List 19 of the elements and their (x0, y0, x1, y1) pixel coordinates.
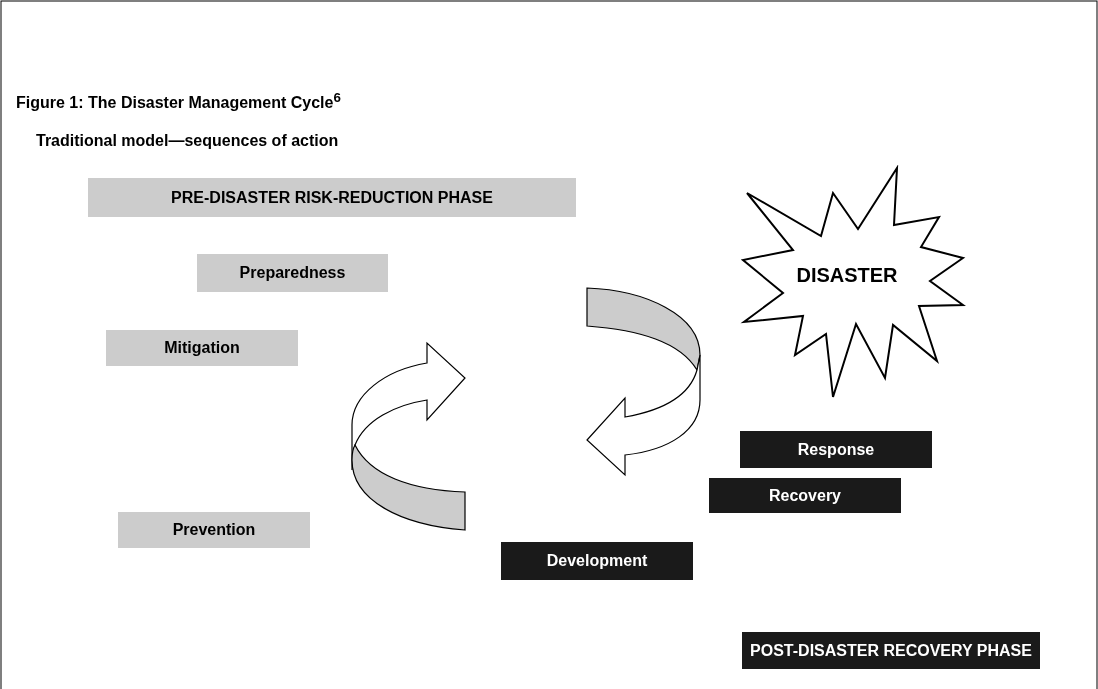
phase-label: Prevention (172, 521, 256, 539)
phase-label: Response (797, 440, 875, 459)
subtitle: Traditional model—sequences of action (36, 132, 339, 150)
phase-label: Development (546, 552, 648, 570)
phase-box (197, 254, 388, 292)
phase-box (501, 542, 693, 580)
phase-label: Preparedness (239, 264, 346, 282)
phase-label: Mitigation (164, 339, 240, 357)
phase-box (740, 431, 932, 468)
phase-box (709, 478, 901, 513)
phase-label: PRE-DISASTER RISK-REDUCTION PHASE (171, 188, 493, 207)
phase-box (88, 178, 576, 217)
disaster-label: DISASTER (796, 263, 898, 287)
phase-box (118, 512, 310, 548)
figure-title: Figure 1: The Disaster Management Cycle$^{6}$ (16, 90, 341, 113)
phase-label: POST-DISASTER RECOVERY PHASE (750, 641, 1032, 660)
phase-label: Recovery (768, 486, 841, 505)
phase-box (742, 632, 1040, 669)
phase-box (106, 330, 298, 366)
